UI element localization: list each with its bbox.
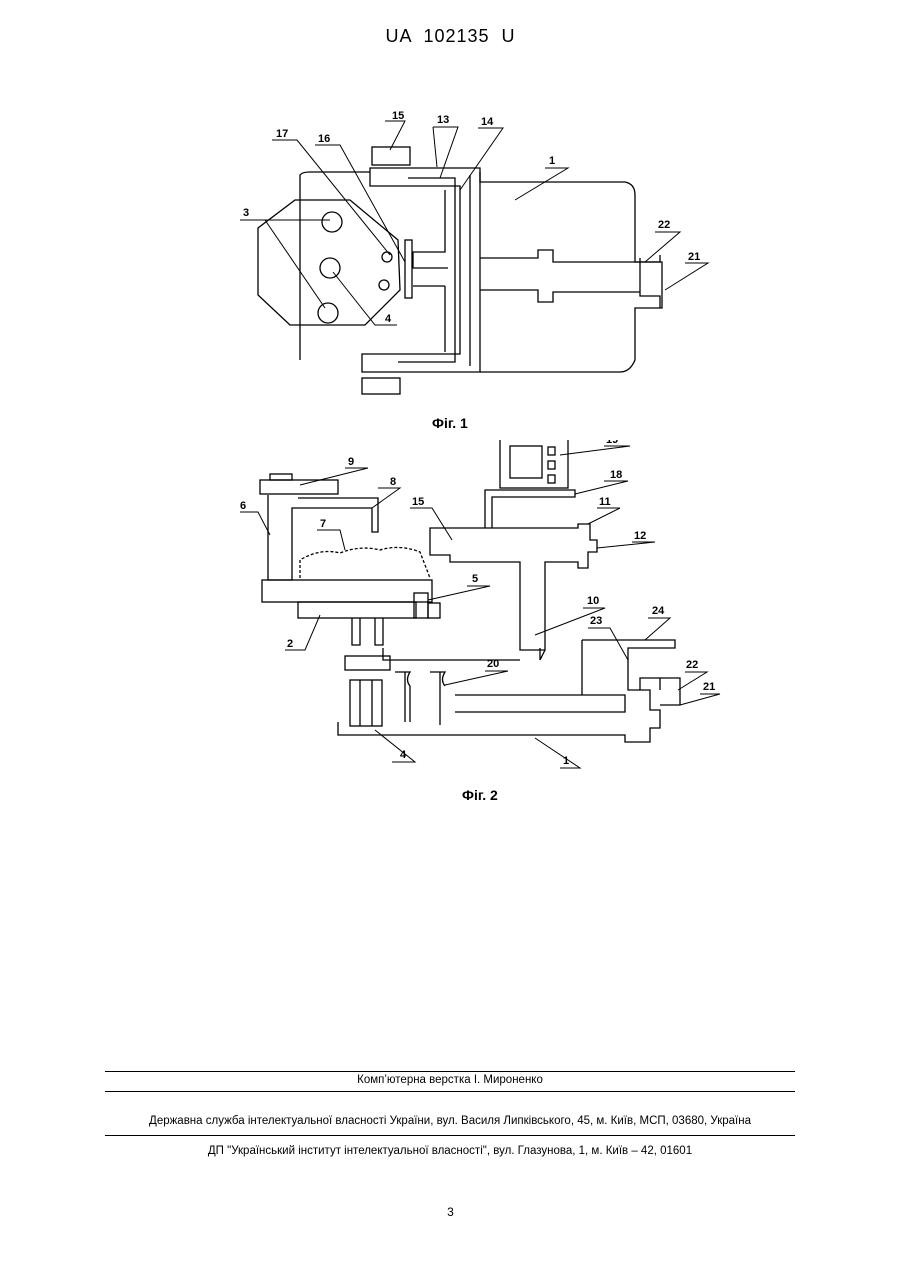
footer-rule-top — [105, 1071, 795, 1072]
footer-rule-middle — [105, 1091, 795, 1092]
figure-1-lines — [258, 147, 662, 394]
page-number: 3 — [0, 1205, 901, 1219]
fig2-label-21: 21 — [703, 681, 715, 693]
fig2-label-9: 9 — [348, 456, 354, 468]
figure-1-caption: Фіг. 1 — [432, 415, 468, 431]
fig2-label-22: 22 — [686, 659, 698, 671]
institute-address: ДП "Український інститут інтелектуальної… — [105, 1145, 795, 1157]
fig1-label-3: 3 — [243, 207, 249, 219]
fig2-label-8: 8 — [390, 476, 396, 488]
fig2-label-10: 10 — [587, 595, 599, 607]
fig2-label-18: 18 — [610, 469, 622, 481]
fig2-label-4: 4 — [400, 749, 407, 761]
figure-2-caption: Фіг. 2 — [462, 787, 498, 803]
fig2-label-5: 5 — [472, 573, 478, 585]
fig2-label-11: 11 — [599, 496, 611, 508]
fig1-label-13: 13 — [437, 114, 449, 126]
layout-credit: Комп’ютерна верстка І. Мироненко — [105, 1074, 795, 1086]
fig2-label-19: 19 — [606, 440, 618, 446]
fig1-label-21: 21 — [688, 251, 700, 263]
fig2-label-23: 23 — [590, 615, 602, 627]
fig2-label-6: 6 — [240, 500, 246, 512]
fig1-label-17: 17 — [276, 128, 288, 140]
figure-2-drawing: 9 8 6 7 15 19 18 11 12 5 2 10 24 23 20 2… — [0, 440, 901, 820]
footer-rule-bottom — [105, 1135, 795, 1136]
agency-address: Державна служба інтелектуальної власност… — [105, 1115, 795, 1127]
fig2-label-20: 20 — [487, 658, 499, 670]
fig2-label-24: 24 — [652, 605, 665, 617]
figure-1-leaders — [240, 121, 708, 325]
figure-2-label-text: 9 8 6 7 15 19 18 11 12 5 2 10 24 23 20 2… — [240, 440, 715, 767]
fig1-label-14: 14 — [481, 116, 494, 128]
fig2-label-12: 12 — [634, 530, 646, 542]
fig1-label-4: 4 — [385, 313, 392, 325]
fig2-label-15: 15 — [412, 496, 424, 508]
fig1-label-16: 16 — [318, 133, 330, 145]
fig2-label-1: 1 — [563, 755, 569, 767]
fig1-label-1: 1 — [549, 155, 555, 167]
fig1-label-15: 15 — [392, 110, 404, 122]
fig1-label-22: 22 — [658, 219, 670, 231]
fig2-label-2: 2 — [287, 638, 293, 650]
figure-1-drawing: 15 13 14 17 16 1 3 22 21 4 Фіг. 1 — [0, 0, 901, 440]
figure-1-label-text: 15 13 14 17 16 1 3 22 21 4 — [243, 110, 700, 325]
fig2-label-7: 7 — [320, 518, 326, 530]
